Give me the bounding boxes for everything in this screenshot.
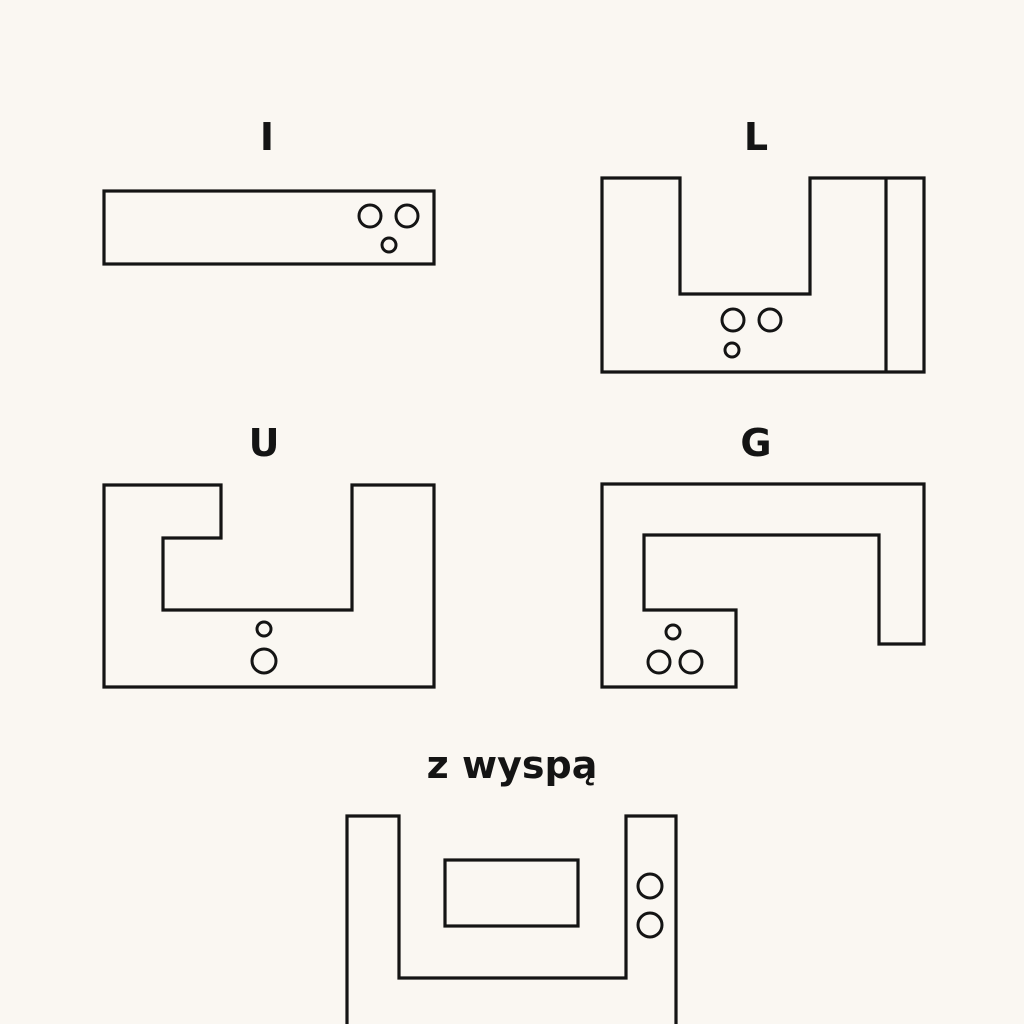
layout-label-i: I bbox=[259, 115, 275, 159]
layout-label-l: L bbox=[743, 115, 769, 159]
counter-g bbox=[600, 482, 926, 689]
layout-label-g: G bbox=[740, 421, 772, 465]
sink-icon bbox=[646, 623, 704, 675]
counter-u bbox=[102, 483, 436, 689]
layout-i-drawing bbox=[102, 189, 436, 266]
layout-l-drawing bbox=[600, 176, 926, 374]
layout-g-drawing bbox=[600, 482, 926, 689]
kitchen-island bbox=[443, 858, 580, 928]
layout-u-drawing bbox=[102, 483, 436, 689]
sink-icon bbox=[720, 307, 783, 359]
sink-icon bbox=[357, 203, 420, 254]
counter-l bbox=[600, 176, 926, 374]
layout-label-u: U bbox=[248, 421, 280, 465]
sink-icon bbox=[250, 620, 278, 675]
sink-icon bbox=[636, 872, 664, 939]
counter-i bbox=[102, 189, 436, 266]
counter-island bbox=[345, 814, 678, 1024]
layout-island-drawing bbox=[345, 814, 678, 1024]
layout-label-island: z wyspą bbox=[426, 743, 598, 787]
